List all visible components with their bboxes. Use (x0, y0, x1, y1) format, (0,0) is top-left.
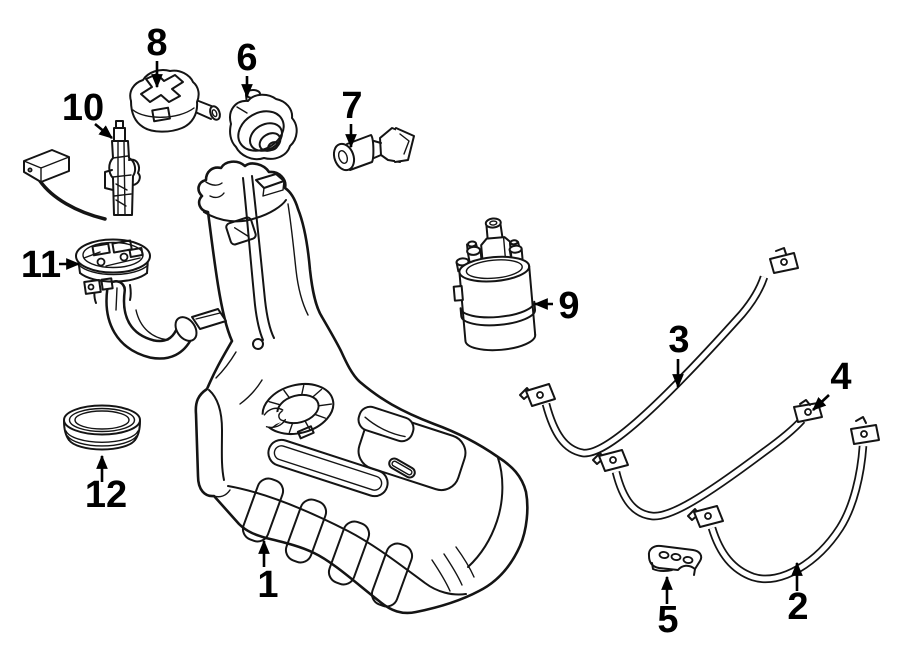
callout-5: 5 (657, 575, 679, 641)
part-12-seal-ring (63, 404, 141, 451)
callout-8-label: 8 (146, 22, 167, 64)
part-8-cap (129, 69, 221, 133)
part-11-sending-unit (75, 238, 227, 360)
callout-2: 2 (787, 561, 809, 628)
callout-6-label: 6 (236, 37, 257, 79)
lock-ring (260, 383, 335, 440)
part-6-grommet (229, 89, 298, 161)
callout-10-arrow (94, 122, 113, 140)
part-4-strap (592, 399, 823, 521)
part-9-fuel-pump (452, 217, 537, 352)
callout-3: 3 (668, 319, 690, 389)
callout-9: 9 (533, 285, 580, 327)
callout-4-label: 4 (830, 356, 851, 398)
callout-6: 6 (236, 37, 258, 99)
part-3-strap (519, 247, 799, 458)
callout-1-label: 1 (257, 564, 278, 606)
callout-7: 7 (341, 85, 363, 149)
part-10-level-sensor (23, 120, 141, 221)
callout-12-label: 12 (85, 474, 127, 516)
callout-4-arrow (812, 394, 830, 411)
part-5-bracket (647, 544, 703, 576)
callout-10-label: 10 (62, 87, 104, 129)
part-2-strap (687, 416, 880, 584)
callout-11-label: 11 (21, 244, 61, 286)
callout-2-label: 2 (787, 586, 808, 628)
callout-12: 12 (85, 454, 127, 516)
callout-3-label: 3 (668, 319, 689, 361)
callout-9-label: 9 (558, 285, 579, 327)
callout-8: 8 (146, 22, 168, 89)
callout-10: 10 (62, 87, 113, 140)
callout-1: 1 (257, 539, 279, 606)
callout-11: 11 (21, 244, 81, 286)
part-7-valve (332, 127, 415, 172)
part-1-fuel-tank (194, 160, 529, 615)
callout-4: 4 (812, 356, 852, 411)
callout-7-label: 7 (341, 85, 362, 127)
callout-5-label: 5 (657, 599, 678, 641)
